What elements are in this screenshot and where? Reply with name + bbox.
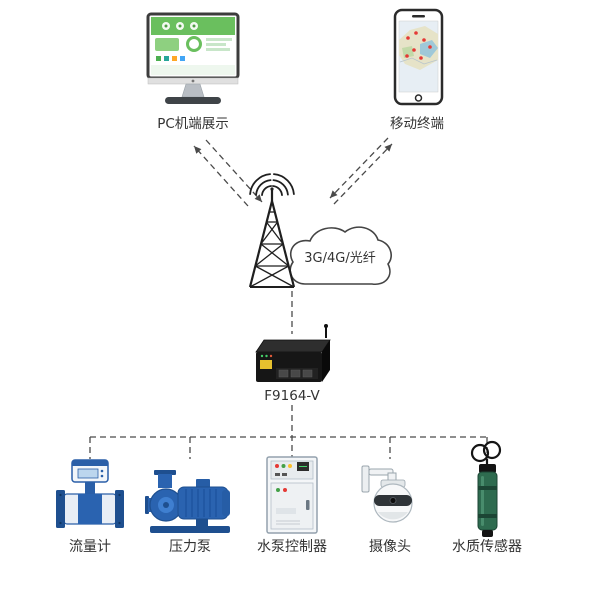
phone-speaker (412, 15, 425, 18)
indicator-light-red-icon (275, 464, 279, 468)
gateway-device (255, 324, 331, 382)
map-pin-icon (405, 54, 409, 58)
indicator-light-yellow-icon (288, 464, 292, 468)
flowmeter-neck (85, 482, 95, 494)
cloud-shape (289, 226, 392, 286)
dashboard-card (155, 38, 179, 51)
monitor-stand-neck (181, 83, 205, 98)
pressure-pump (145, 470, 230, 533)
sensor-cable-coil-icon (470, 443, 490, 463)
link-tower-to-pc (193, 145, 249, 207)
flowmeter-screen (77, 468, 99, 479)
phone-home-button (414, 94, 423, 102)
arrowhead-to-mobile-icon (384, 144, 392, 152)
pressure-pump-label: 压力泵 (169, 539, 211, 555)
map-pin-icon (406, 36, 410, 40)
gateway-top-face (255, 339, 331, 353)
phone-screen-map (398, 20, 439, 93)
link-pc-to-tower (205, 139, 263, 203)
map-pin-icon (412, 48, 416, 52)
link-tower-to-mobile (333, 143, 393, 205)
gateway-label-sticker (260, 360, 272, 369)
flowmeter-center-band (78, 494, 102, 524)
sensor-body (477, 471, 498, 531)
monitor-screen-dashboard (151, 17, 235, 75)
pump-end-cap (222, 490, 230, 516)
sensor-top-cap (479, 464, 496, 473)
water-quality-sensor (470, 440, 502, 537)
monitor-stand-base (165, 97, 221, 104)
flow-meter-label: 流量计 (69, 539, 111, 555)
mobile-phone (393, 8, 444, 106)
map-pin-icon (419, 56, 423, 60)
mobile-label: 移动终端 (390, 116, 444, 132)
sensor-cable-coil-icon (482, 440, 502, 460)
cabinet-name-plate (276, 508, 296, 514)
camera-wall-plate (361, 465, 370, 493)
flowmeter-flange-right (115, 490, 124, 528)
network-cloud: 3G/4G/光纤 (289, 226, 392, 286)
camera (361, 465, 413, 523)
camera-arm (368, 468, 394, 476)
indicator-light-green-icon (281, 464, 286, 468)
gateway-antenna-icon (324, 324, 328, 328)
cloud-label: 3G/4G/光纤 (304, 251, 375, 266)
arrowhead-to-tower-left-icon (254, 194, 262, 202)
tower-waves-icon (249, 173, 295, 196)
sensor-probe-tip (482, 530, 493, 537)
pc-monitor (146, 12, 240, 104)
camera-lens-icon (389, 497, 397, 504)
flowmeter-flange-left (56, 490, 65, 528)
water-quality-sensor-label: 水质传感器 (452, 538, 522, 555)
link-mobile-to-tower (329, 137, 389, 199)
pump-controller (266, 456, 318, 534)
dashboard-donut-chart (186, 36, 202, 52)
flow-meter (56, 459, 124, 528)
pump-base (150, 526, 230, 533)
camera-label: 摄像头 (369, 539, 411, 555)
links (89, 137, 488, 459)
gateway-side-face (322, 340, 330, 382)
pc-label: PC机端展示 (157, 116, 229, 132)
map-pin-icon (422, 38, 426, 42)
signal-tower (248, 173, 296, 288)
arrowhead-to-pc-icon (194, 146, 202, 154)
map-pin-icon (414, 31, 418, 35)
arrowhead-to-tower-right-icon (330, 190, 338, 198)
pump-junction-box (196, 479, 210, 488)
pump-controller-label: 水泵控制器 (257, 539, 327, 555)
pump-inlet-flange (154, 470, 176, 475)
map-pin-icon (428, 45, 432, 49)
pump-inlet (158, 474, 172, 488)
gateway-label: F9164-V (264, 388, 320, 404)
cabinet-handle (306, 500, 310, 510)
